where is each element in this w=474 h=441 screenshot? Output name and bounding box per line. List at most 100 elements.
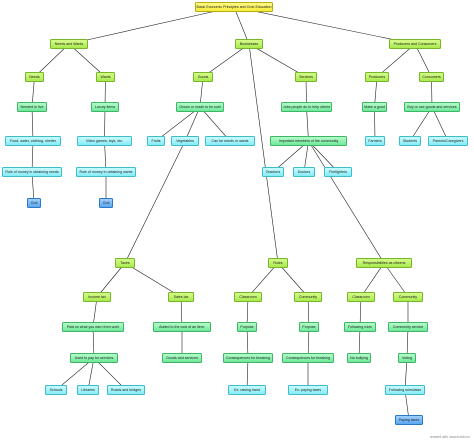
- edge-following-rules-to-no-bullying: [358, 326, 361, 359]
- edge-luxury-items-to-video-games: [104, 106, 106, 142]
- node-voting[interactable]: Voting: [398, 353, 416, 363]
- edge-make-good-to-farmers: [374, 106, 376, 142]
- node-community-service[interactable]: Community service: [388, 322, 428, 332]
- edge-used-to-pay-to-libraries: [87, 357, 95, 391]
- node-important-members[interactable]: Important members of the community: [270, 136, 347, 146]
- node-purpose-2[interactable]: Purpose: [299, 322, 319, 332]
- edge-paid-on-earn-to-used-to-pay: [92, 326, 95, 359]
- node-community-1[interactable]: Community: [294, 292, 322, 302]
- edge-important-members-to-doctors: [303, 140, 309, 173]
- node-rules[interactable]: Rules: [268, 258, 288, 268]
- node-root[interactable]: Basic Economic Principles and Civic Educ…: [195, 2, 273, 12]
- node-buy-use-goods[interactable]: Buy or use goods and services: [404, 102, 460, 112]
- node-luxury-items[interactable]: Luxury items: [91, 102, 119, 112]
- edge-video-games-to-role-money-wants: [104, 140, 107, 173]
- node-services[interactable]: Services: [295, 72, 317, 82]
- edge-food-water-to-role-money-needs: [31, 140, 34, 173]
- node-grown-made-sold[interactable]: Grown or made to be sold: [176, 102, 224, 112]
- node-teachers[interactable]: Teachers: [262, 167, 284, 177]
- node-goods-services[interactable]: Goods and services: [162, 353, 202, 363]
- node-needs[interactable]: Needs: [25, 72, 44, 82]
- node-following-rules[interactable]: Following rules: [344, 322, 376, 332]
- node-taxes[interactable]: Taxes: [115, 258, 135, 268]
- edge-producers-consumers-to-producers: [376, 43, 416, 78]
- node-civil-2[interactable]: Civil: [99, 198, 113, 208]
- node-students[interactable]: Students: [399, 136, 421, 146]
- node-needs-wants[interactable]: Needs and Wants: [50, 39, 88, 49]
- node-consumers[interactable]: Consumers: [419, 72, 444, 82]
- node-classroom-1[interactable]: Classroom: [234, 292, 262, 302]
- node-raising-hand[interactable]: Ex: raising hand: [228, 385, 266, 395]
- edge-voting-to-following-rules-laws: [404, 357, 408, 391]
- node-make-good[interactable]: Make a good: [362, 102, 387, 112]
- edge-needs-wants-to-wants: [68, 43, 106, 78]
- node-consequences-2[interactable]: Consequences for breaking: [282, 353, 334, 363]
- node-paid-on-earn[interactable]: Paid on what you earn from work: [62, 322, 124, 332]
- edge-used-to-pay-to-roads-bridges: [93, 357, 127, 391]
- edge-used-to-pay-to-schools: [55, 357, 95, 391]
- node-farmers[interactable]: Farmers: [365, 136, 385, 146]
- node-wants[interactable]: Wants: [96, 72, 115, 82]
- node-businesses[interactable]: Businesses: [235, 39, 263, 49]
- node-vegetables[interactable]: Vegetables: [171, 136, 199, 146]
- node-parents[interactable]: Parents/Caregivers: [428, 136, 468, 146]
- node-video-games[interactable]: Video games, toys, etc.: [77, 136, 132, 146]
- edge-producers-consumers-to-consumers: [414, 43, 432, 78]
- node-added-to-cost[interactable]: Added to the cost of an item.: [153, 322, 211, 332]
- node-income-tax[interactable]: Income tax: [83, 292, 111, 302]
- node-goods[interactable]: Goods: [193, 72, 213, 82]
- edge-responsibilities-to-classroom-2: [360, 262, 385, 298]
- node-following-rules-laws[interactable]: Following rules/laws: [385, 385, 425, 395]
- edge-root-to-needs-wants: [68, 6, 235, 45]
- edge-grown-made-sold-to-fruits: [155, 106, 201, 142]
- node-sales-tax[interactable]: Sales tax: [168, 292, 194, 302]
- edge-taxes-to-sales-tax: [124, 262, 182, 298]
- node-can-be-needs[interactable]: Can be needs or wants: [205, 136, 255, 146]
- node-used-to-pay[interactable]: Used to pay for services: [70, 353, 118, 363]
- node-doctors[interactable]: Doctors: [293, 167, 315, 177]
- edge-rules-to-classroom-1: [247, 262, 279, 298]
- edge-important-members-to-firefighters: [308, 140, 339, 173]
- edge-rules-to-community-1: [277, 262, 309, 298]
- node-role-money-needs[interactable]: Role of money in obtaining needs: [2, 167, 62, 177]
- node-responsibilities[interactable]: Responsibilities as citizens: [356, 258, 412, 268]
- credit-text: created with www.bubbl.us: [429, 435, 470, 439]
- edge-jobs-help-others-to-important-members: [306, 106, 309, 142]
- node-role-money-wants[interactable]: Role of money in obtaining wants: [76, 167, 136, 177]
- node-purpose-1[interactable]: Purpose: [237, 322, 257, 332]
- node-libraries[interactable]: Libraries: [77, 385, 99, 395]
- edge-root-to-producers-consumers: [233, 6, 416, 45]
- node-civil-1[interactable]: Civil: [27, 198, 41, 208]
- node-producers-consumers[interactable]: Producers and Consumers: [389, 39, 441, 49]
- node-classroom-2[interactable]: Classroom: [347, 292, 375, 302]
- node-community-2[interactable]: Community: [393, 292, 423, 302]
- edge-vegetables-to-taxes: [124, 140, 186, 264]
- node-firefighters[interactable]: Firefighters: [324, 167, 352, 177]
- node-roads-bridges[interactable]: Roads and bridges: [107, 385, 145, 395]
- node-paying-taxes[interactable]: Paying taxes: [395, 415, 423, 425]
- edge-taxes-to-income-tax: [96, 262, 126, 298]
- edge-role-money-needs-to-civil-1: [31, 171, 35, 204]
- node-needed-to-live[interactable]: Needed to live: [17, 102, 47, 112]
- node-food-water[interactable]: Food, water, clothing, shelter: [5, 136, 61, 146]
- edge-community-service-to-voting: [406, 326, 409, 359]
- edge-needed-to-live-to-food-water: [31, 106, 34, 142]
- node-no-bullying[interactable]: No bullying: [347, 353, 371, 363]
- edge-buy-use-goods-to-parents: [431, 106, 449, 142]
- node-jobs-help-others[interactable]: Jobs people do to help others: [281, 102, 332, 112]
- edge-important-members-to-responsibilities: [308, 140, 385, 264]
- node-consequences-1[interactable]: Consequences for breaking: [223, 353, 273, 363]
- node-paying-taxes-ex[interactable]: Ex: paying taxes: [288, 385, 328, 395]
- node-schools[interactable]: Schools: [45, 385, 67, 395]
- edge-consequences-1-to-raising-hand: [246, 357, 249, 391]
- edge-businesses-to-rules: [248, 43, 279, 264]
- edge-needs-wants-to-needs: [34, 43, 70, 78]
- node-producers[interactable]: Producers: [365, 72, 389, 82]
- edge-businesses-to-goods: [202, 43, 250, 78]
- node-fruits[interactable]: Fruits: [147, 136, 165, 146]
- edge-responsibilities-to-community-2: [383, 262, 409, 298]
- edge-businesses-to-services: [248, 43, 307, 78]
- edge-important-members-to-teachers: [272, 140, 309, 173]
